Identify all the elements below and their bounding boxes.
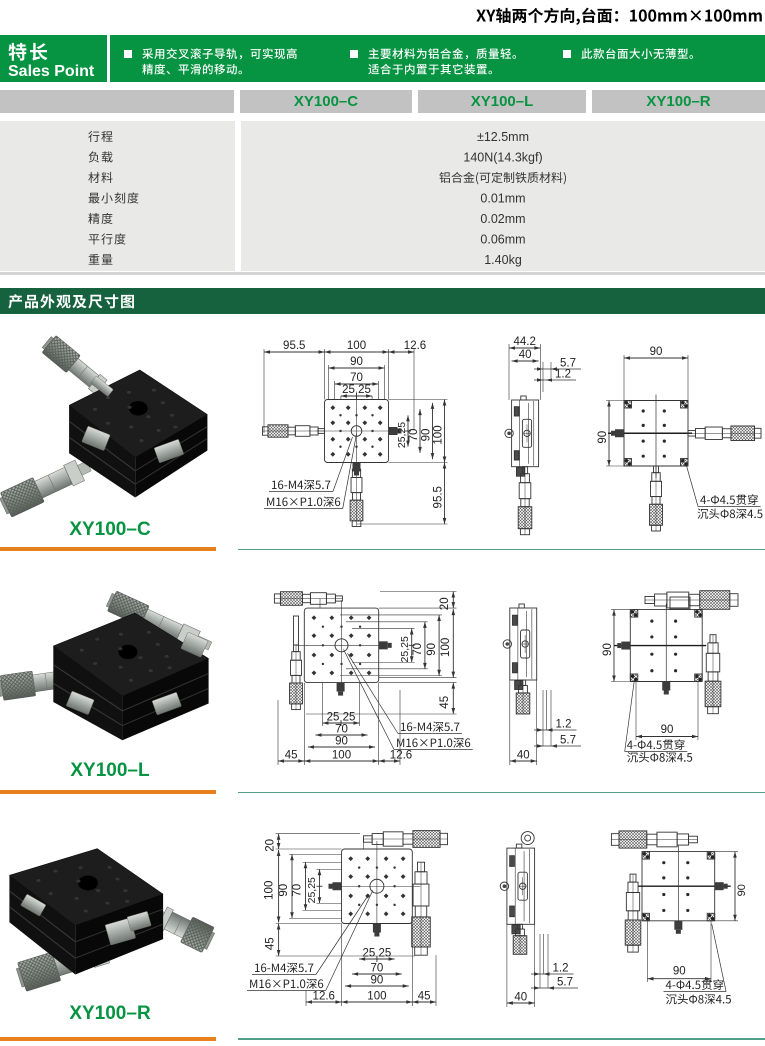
- svg-text:5.7: 5.7: [560, 735, 576, 747]
- svg-text:44.2: 44.2: [513, 336, 535, 348]
- svg-text:40: 40: [514, 992, 527, 1004]
- svg-text:45: 45: [439, 696, 451, 709]
- svg-text:1.2: 1.2: [553, 963, 569, 975]
- svg-text:70: 70: [350, 372, 363, 384]
- svg-text:100: 100: [440, 638, 452, 657]
- svg-text:90: 90: [650, 346, 663, 358]
- svg-text:90: 90: [736, 884, 748, 896]
- svg-text:70: 70: [371, 963, 384, 975]
- svg-text:1.2: 1.2: [556, 719, 572, 731]
- svg-text:90: 90: [597, 431, 609, 444]
- svg-text:100: 100: [264, 881, 276, 900]
- svg-text:Sales Point: Sales Point: [8, 63, 95, 80]
- svg-text:0.01mm: 0.01mm: [480, 192, 525, 206]
- svg-text:5.7: 5.7: [560, 358, 576, 370]
- svg-text:90: 90: [278, 884, 290, 897]
- svg-text:±12.5mm: ±12.5mm: [477, 130, 529, 144]
- svg-text:0.02mm: 0.02mm: [480, 212, 525, 226]
- svg-text:1.2: 1.2: [555, 369, 571, 381]
- svg-text:20: 20: [439, 597, 451, 610]
- svg-text:12.6: 12.6: [390, 750, 412, 762]
- svg-text:45: 45: [265, 937, 277, 950]
- svg-text:45: 45: [285, 750, 298, 762]
- svg-text:90: 90: [426, 643, 438, 656]
- svg-text:70: 70: [292, 884, 304, 897]
- svg-text:90: 90: [421, 429, 433, 442]
- svg-text:100: 100: [367, 991, 386, 1003]
- svg-text:90: 90: [371, 975, 384, 987]
- svg-text:0.06mm: 0.06mm: [480, 233, 525, 247]
- svg-text:95.5: 95.5: [433, 486, 445, 508]
- svg-text:100: 100: [433, 425, 445, 444]
- svg-text:70: 70: [412, 643, 424, 656]
- svg-text:140N(14.3kgf): 140N(14.3kgf): [463, 151, 542, 165]
- svg-text:25,25: 25,25: [396, 422, 408, 448]
- svg-text:45: 45: [418, 991, 431, 1003]
- svg-text:12.6: 12.6: [313, 991, 335, 1003]
- svg-text:90: 90: [602, 643, 614, 656]
- svg-text:25,25: 25,25: [399, 636, 411, 662]
- svg-text:70: 70: [408, 429, 420, 442]
- svg-text:90: 90: [350, 356, 363, 368]
- svg-text:90: 90: [335, 736, 348, 748]
- svg-text:100: 100: [347, 340, 366, 352]
- svg-text:40: 40: [519, 349, 532, 361]
- svg-text:40: 40: [517, 750, 530, 762]
- svg-text:90: 90: [661, 724, 674, 736]
- svg-text:25 25: 25 25: [363, 948, 392, 960]
- svg-text:70: 70: [335, 724, 348, 736]
- svg-text:25 25: 25 25: [342, 384, 371, 396]
- svg-text:95.5: 95.5: [283, 340, 305, 352]
- svg-text:5.7: 5.7: [557, 977, 573, 989]
- svg-text:90: 90: [673, 966, 686, 978]
- svg-text:100: 100: [332, 750, 351, 762]
- svg-text:20: 20: [265, 839, 277, 852]
- svg-text:25,25: 25,25: [306, 877, 318, 903]
- svg-text:12.6: 12.6: [404, 340, 426, 352]
- svg-text:1.40kg: 1.40kg: [484, 253, 522, 267]
- svg-text:25 25: 25 25: [327, 712, 356, 724]
